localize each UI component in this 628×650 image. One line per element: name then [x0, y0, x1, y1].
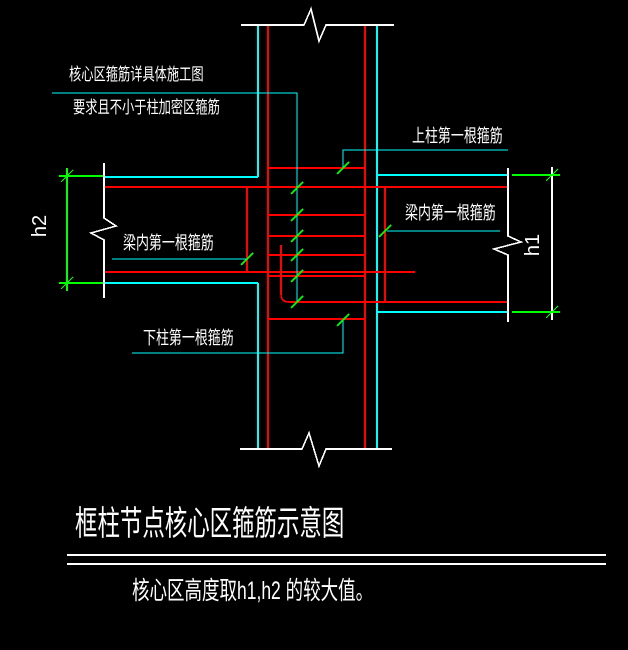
h1-arrow-tick-top — [545, 168, 559, 182]
right-beam-bottom-rebar-with-bend — [280, 245, 508, 303]
leader-tick — [290, 269, 304, 283]
h1-dimension-text: h1 — [522, 233, 544, 257]
label-leaders — [52, 92, 508, 354]
leader-tick — [336, 313, 350, 327]
h2-dimension-text: h2 — [29, 214, 51, 238]
h1-arrow-tick-bottom — [545, 305, 559, 319]
break-lines — [88, 6, 524, 469]
title-underline-1 — [67, 554, 606, 556]
bottom-column-break-line — [240, 430, 392, 469]
lower-column-leader — [132, 320, 344, 354]
leader-tick — [378, 224, 392, 238]
core-note-line2: 要求且不小于柱加密区箍筋 — [73, 98, 220, 117]
drawing-footnote: 核心区高度取h1,h2 的较大值。 — [132, 577, 374, 605]
left-beam-first-stirrup-label: 梁内第一根箍筋 — [123, 233, 214, 253]
leader-tick — [290, 208, 304, 222]
core-note-line1: 核心区箍筋详具体施工图 — [69, 65, 204, 84]
upper-column-first-stirrup-label: 上柱第一根箍筋 — [412, 126, 503, 146]
leader-tick — [290, 248, 304, 262]
h2-arrow-tick-bottom — [60, 276, 74, 290]
upper-column-leader — [342, 149, 508, 167]
h2-arrow-tick-top — [60, 169, 74, 183]
concrete-outlines — [104, 25, 508, 449]
lower-column-first-stirrup-label: 下柱第一根箍筋 — [143, 328, 234, 348]
leader-tick — [290, 181, 304, 195]
title-underline-2 — [67, 563, 606, 565]
leader-arrow-ticks — [240, 161, 392, 327]
left-beam-break-line — [88, 163, 118, 298]
right-beam-break-line — [491, 168, 524, 322]
leader-tick — [336, 161, 350, 175]
core-note-leader — [52, 92, 298, 301]
dimension-h1 — [512, 167, 560, 320]
drawing-title: 框柱节点核心区箍筋示意图 — [75, 505, 345, 543]
leader-tick — [240, 252, 254, 266]
leader-tick — [290, 229, 304, 243]
top-column-break-line — [241, 6, 394, 44]
rebar-lines — [105, 25, 508, 449]
right-beam-first-stirrup-label: 梁内第一根箍筋 — [405, 203, 496, 223]
joint-core-stirrups — [268, 167, 365, 320]
leader-tick — [290, 295, 304, 309]
dimension-h2 — [59, 168, 103, 291]
